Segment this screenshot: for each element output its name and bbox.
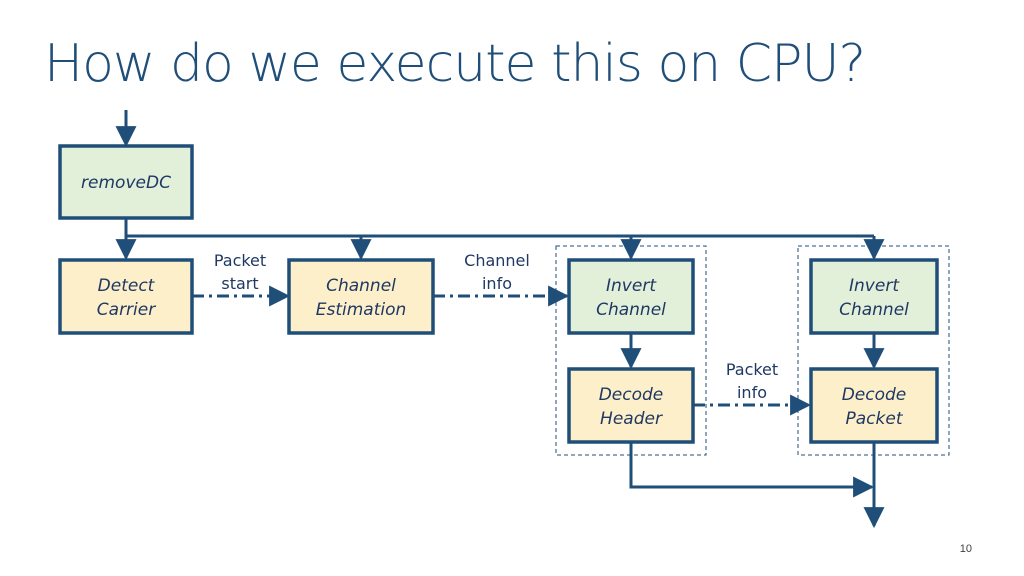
box-detect-carrier: Detect Carrier	[58, 258, 194, 335]
box-remove-dc: removeDC	[58, 144, 194, 220]
box-remove-dc-label: removeDC	[81, 173, 171, 193]
slide-title: How do we execute this on CPU?	[44, 34, 866, 94]
label-channel-info-line1: Channel	[464, 251, 530, 270]
box-detect-carrier-line2: Carrier	[97, 300, 156, 320]
box-invert-channel-2-line2: Channel	[839, 300, 909, 320]
box-decode-header-line2: Header	[600, 409, 663, 429]
label-packet-info-line1: Packet	[726, 360, 778, 379]
box-decode-packet-line1: Decode	[842, 385, 907, 405]
label-packet-info-line2: info	[737, 383, 767, 402]
box-invert-channel-2-line1: Invert	[849, 276, 900, 296]
box-decode-header: Decode Header	[567, 367, 695, 444]
label-packet-start-line1: Packet	[214, 251, 266, 270]
page-number: 10	[959, 543, 972, 555]
box-decode-header-line1: Decode	[599, 385, 664, 405]
label-packet-start-line2: start	[221, 274, 258, 293]
box-decode-packet: Decode Packet	[809, 367, 939, 444]
label-channel-info-line2: info	[482, 274, 512, 293]
box-channel-estimation: Channel Estimation	[287, 258, 435, 335]
box-channel-estimation-line2: Estimation	[316, 300, 407, 320]
box-invert-channel-2: Invert Channel	[809, 258, 939, 335]
header-output-line	[629, 442, 875, 498]
box-invert-channel-1-line2: Channel	[596, 300, 666, 320]
box-invert-channel-1-line1: Invert	[606, 276, 657, 296]
box-detect-carrier-line1: Detect	[98, 276, 156, 296]
box-channel-estimation-line1: Channel	[326, 276, 396, 296]
box-decode-packet-line2: Packet	[846, 409, 904, 429]
box-invert-channel-1: Invert Channel	[567, 258, 695, 335]
